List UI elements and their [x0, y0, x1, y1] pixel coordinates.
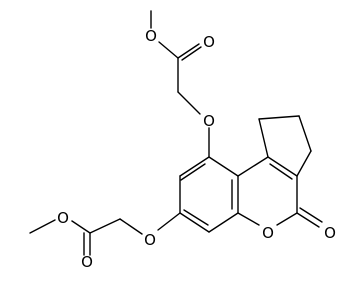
bond: [298, 115, 312, 152]
atom-o-ester-bottom: O: [57, 209, 69, 227]
bond: [267, 156, 298, 177]
bond: [299, 207, 323, 223]
atom-o-ether-bottom: O: [144, 231, 156, 249]
atom-o-ester-top: O: [145, 27, 157, 45]
bond: [183, 209, 209, 226]
bond: [181, 46, 202, 61]
bond: [258, 115, 300, 120]
bond: [179, 156, 210, 177]
bond: [29, 219, 56, 234]
bond: [237, 156, 269, 177]
bond: [71, 220, 91, 234]
bond: [296, 150, 312, 177]
bond: [157, 212, 181, 231]
bond: [269, 163, 293, 180]
bond: [119, 218, 143, 235]
bonds: [29, 10, 323, 256]
bond: [180, 163, 206, 181]
atom-labels: O O O O O O O O: [57, 27, 336, 271]
atom-o-ether-top: O: [203, 112, 215, 130]
bond: [208, 156, 239, 177]
atom-o-lactone-carbonyl: O: [324, 224, 336, 242]
bond: [158, 41, 179, 59]
bond: [177, 91, 201, 115]
bond: [89, 218, 121, 234]
bond: [177, 43, 200, 59]
bond: [179, 212, 210, 233]
bond: [296, 212, 320, 228]
atom-o-carbonyl-top: O: [203, 33, 215, 51]
bond: [258, 118, 269, 158]
bond: [276, 212, 298, 226]
bond: [237, 212, 260, 226]
atom-o-carbonyl-bottom: O: [81, 253, 93, 271]
atom-o-ring: O: [262, 224, 274, 242]
bond: [208, 212, 239, 233]
